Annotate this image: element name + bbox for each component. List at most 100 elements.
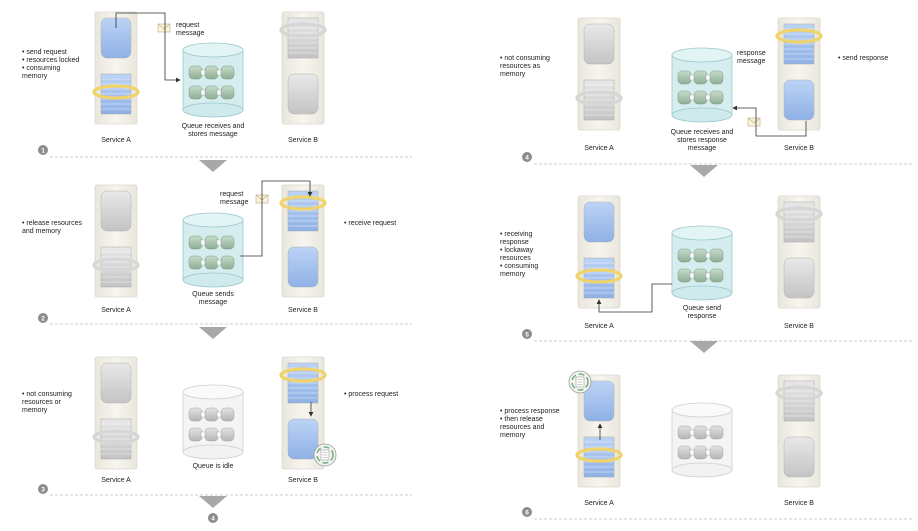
server-top-block: [100, 362, 132, 404]
queue-message-cylinder: [204, 85, 219, 100]
server-bottom-block: [783, 79, 815, 121]
queue-message-cylinder: [204, 255, 219, 270]
queue-label: Queue sends: [192, 291, 234, 298]
queue-body: [672, 410, 732, 470]
queue-message-cylinder: [204, 65, 219, 80]
server-top-block: [583, 201, 615, 243]
queue-body: [183, 50, 243, 110]
server-ring: [279, 195, 327, 211]
down-arrow: [690, 165, 718, 177]
message-label: request: [176, 22, 199, 29]
server-bottom-block: [100, 73, 132, 115]
service-a-label: Service A: [584, 500, 614, 507]
queue-message-cylinder: [220, 85, 235, 100]
step-notes: memory: [500, 271, 526, 278]
queue-label: Queue receives and: [671, 129, 734, 136]
queue-top: [671, 402, 733, 418]
request-arrow: [115, 12, 181, 83]
queue-message-cylinder: [220, 235, 235, 250]
service-a-label: Service A: [584, 145, 614, 152]
server-bottom-block: [287, 246, 319, 288]
step-notes: memory: [22, 407, 48, 414]
server-ring: [575, 90, 623, 106]
queue-body: [672, 233, 732, 293]
server-ring: [279, 367, 327, 383]
queue-message-cylinder: [709, 90, 724, 105]
step-notes: • not consuming: [22, 391, 72, 398]
queue-message-cylinder: [188, 255, 203, 270]
queue-base: [671, 107, 733, 123]
step-notes: • consuming: [22, 65, 60, 72]
queue-message-cylinder: [677, 268, 692, 283]
queue-message-cylinder: [188, 85, 203, 100]
queue-message-cylinder: [677, 248, 692, 263]
queue-message-cylinder: [220, 255, 235, 270]
step-notes: • not consuming: [500, 55, 550, 62]
step-notes: memory: [22, 73, 48, 80]
server-top-block: [100, 190, 132, 232]
step-notes: • consuming: [500, 263, 538, 270]
step-number: 4: [525, 154, 529, 161]
queue-message-cylinder: [709, 425, 724, 440]
queue-top: [182, 212, 244, 228]
down-arrow: [199, 327, 227, 339]
server-ring: [775, 206, 823, 222]
step-number: 3: [41, 486, 45, 493]
server-ring: [92, 84, 140, 100]
step-notes-right: • process request: [344, 391, 398, 398]
queue-top: [182, 42, 244, 58]
queue-top: [671, 225, 733, 241]
service-a-label: Service A: [101, 477, 131, 484]
server-bottom-block: [287, 73, 319, 115]
queue-message-cylinder: [204, 427, 219, 442]
queue-label: stores response: [677, 137, 727, 144]
service-b-label: Service B: [288, 307, 318, 314]
step-6: • process response• then release resourc…: [500, 370, 912, 520]
step-notes: response: [500, 239, 529, 246]
service-b-label: Service B: [784, 500, 814, 507]
queue-message-cylinder: [220, 427, 235, 442]
queue-message-cylinder: [677, 70, 692, 85]
service-b-label: Service B: [288, 477, 318, 484]
step-notes: • release resources: [22, 220, 83, 227]
step-4: • not consuming resources as memory• sen…: [500, 17, 912, 177]
server-top-block: [583, 23, 615, 65]
server-bottom-block: [583, 257, 615, 299]
step-notes: resources as: [500, 63, 541, 70]
step-notes: • receiving: [500, 231, 533, 238]
step-notes-right: • send response: [838, 55, 888, 62]
step-5: • receiving response• lockaway resources…: [500, 195, 912, 353]
message-label: message: [220, 199, 249, 206]
server-bottom-block: [287, 418, 319, 460]
queue-message-cylinder: [220, 407, 235, 422]
server-bottom-block: [100, 246, 132, 288]
queue-top: [671, 47, 733, 63]
service-b-label: Service B: [288, 137, 318, 144]
step-number: 1: [41, 147, 45, 154]
step-notes: memory: [500, 432, 526, 439]
server-ring: [575, 447, 623, 463]
queue-message-cylinder: [677, 445, 692, 460]
queue-label: Queue is idle: [193, 463, 234, 470]
server-bottom-block: [783, 257, 815, 299]
step-2: • release resources and memory• receive …: [22, 180, 412, 339]
message-label: message: [737, 58, 766, 65]
processing-icon: [568, 370, 592, 394]
step-notes: • resources locked: [22, 57, 79, 64]
server-ring: [279, 22, 327, 38]
step-notes: resources and: [500, 424, 544, 431]
queue-label: Queue send: [683, 305, 721, 312]
queue-body: [672, 55, 732, 115]
step-notes: • process response: [500, 408, 560, 415]
queue-label: message: [199, 299, 228, 306]
server-ring: [775, 385, 823, 401]
service-a-label: Service A: [101, 137, 131, 144]
step-notes: and memory: [22, 228, 61, 235]
queue-message-cylinder: [693, 445, 708, 460]
step-number-badge: [522, 507, 532, 517]
queue-message-cylinder: [693, 425, 708, 440]
server-ring: [575, 268, 623, 284]
message-label: message: [176, 30, 205, 37]
next-step-badge: [208, 513, 218, 523]
queue-label: Queue receives and: [182, 123, 245, 130]
